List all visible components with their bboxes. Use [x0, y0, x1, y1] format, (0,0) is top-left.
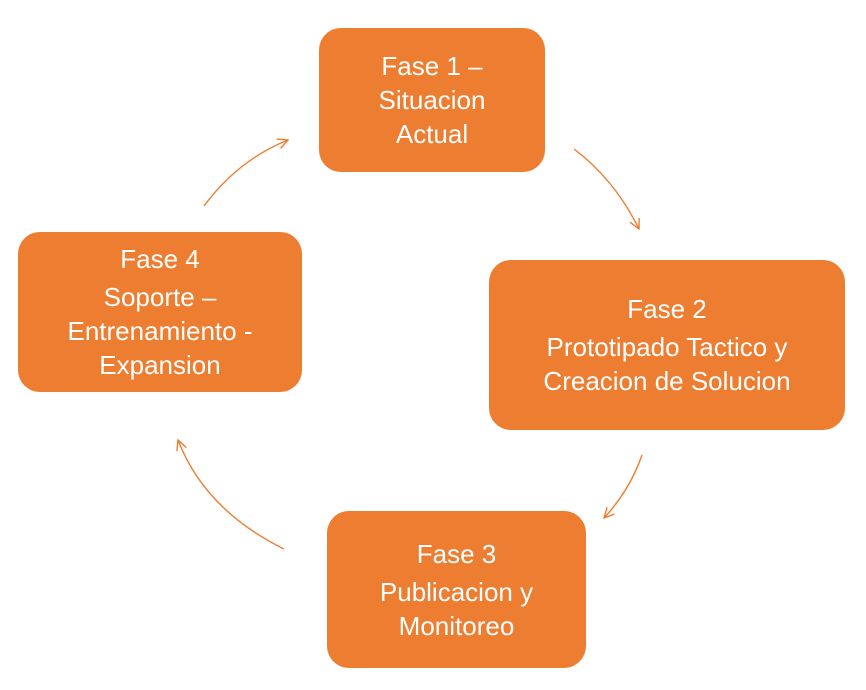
phase-1-title: Fase 1 – [381, 51, 483, 81]
phase-2-description: Prototipado Tactico y Creacion de Soluci… [543, 332, 791, 396]
phase-4-description: Soporte – Entrenamiento - Expansion [67, 282, 253, 380]
arrow-phase2-to-phase3 [604, 454, 643, 518]
arrow-phase1-to-phase2 [573, 148, 639, 229]
phase-2-title: Fase 2 [627, 294, 707, 324]
phase-2-box: Fase 2 Prototipado Tactico y Creacion de… [489, 260, 845, 430]
phase-4-box: Fase 4 Soporte – Entrenamiento - Expansi… [18, 232, 302, 392]
phase-4-title: Fase 4 [120, 244, 200, 274]
phase-3-description: Publicacion y Monitoreo [379, 576, 534, 641]
phase-1-description: Situacion Actual [378, 85, 486, 149]
arrow-phase3-to-phase4 [178, 440, 285, 550]
phase-1-box: Fase 1 – Situacion Actual [319, 28, 545, 172]
arrow-phase4-to-phase1 [203, 140, 288, 207]
phase-3-box: Fase 3 Publicacion y Monitoreo [327, 511, 586, 668]
phase-3-title: Fase 3 [416, 538, 497, 569]
